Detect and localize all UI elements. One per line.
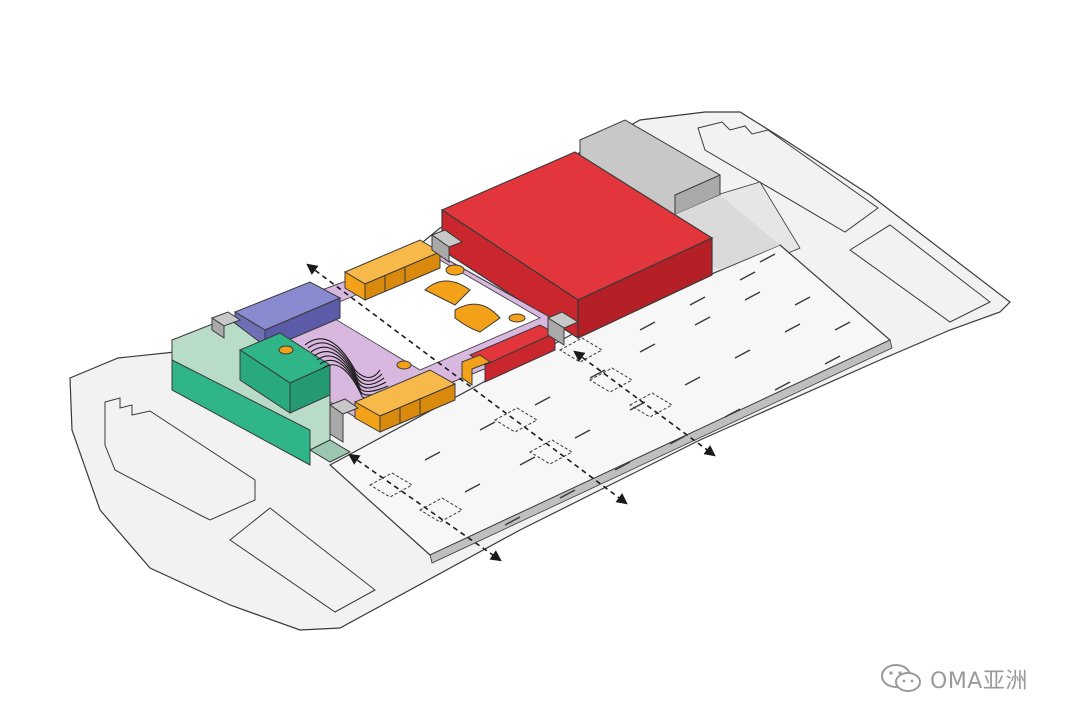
arrow-axis-right: [573, 350, 716, 457]
wechat-icon: [881, 664, 921, 692]
arrow-axis-left: [348, 453, 502, 562]
watermark: OMA亚洲: [880, 662, 1028, 696]
grey-block: [579, 119, 780, 270]
watermark-text: OMA亚洲: [930, 669, 1028, 694]
mint-block: [171, 317, 352, 466]
arrow-axis-main: [306, 263, 628, 505]
circulation-arrows: [306, 263, 716, 562]
